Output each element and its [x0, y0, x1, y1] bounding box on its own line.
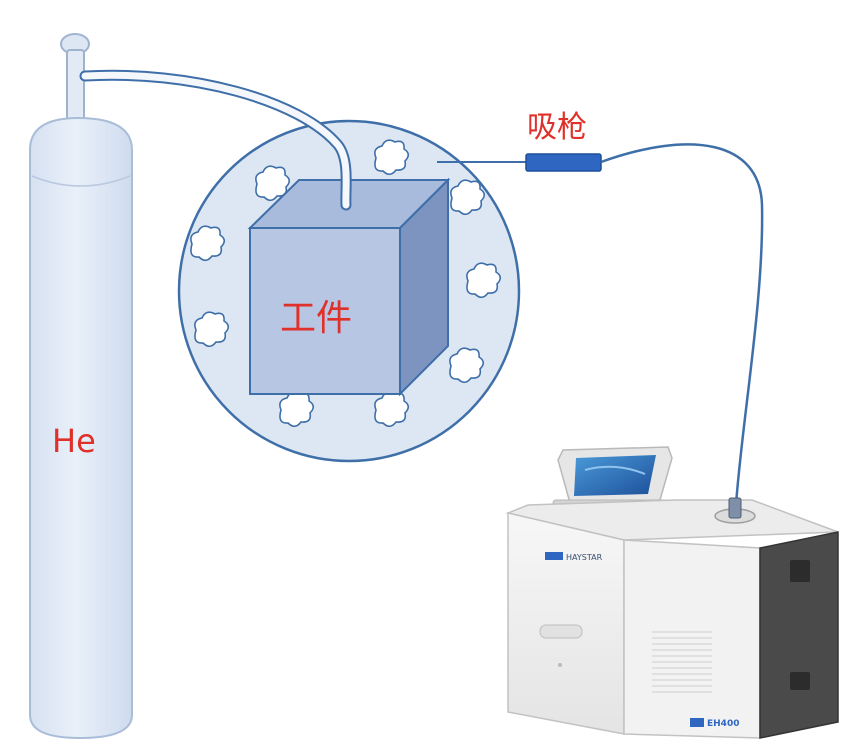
- workpiece-cube: [247, 177, 451, 397]
- leak-puff: [190, 225, 226, 262]
- cylinder-valve-stem: [66, 49, 85, 123]
- leak-detector: HAYSTAR EH400: [505, 446, 839, 739]
- sniffer-probe-label: 吸枪: [527, 110, 587, 145]
- sniffer-hose: [600, 143, 764, 506]
- leak-puff: [279, 391, 315, 428]
- sniffer-probe: [525, 153, 602, 172]
- leak-puff: [255, 165, 291, 202]
- probe-port: [728, 497, 742, 519]
- workpiece-label: 工件: [280, 298, 352, 339]
- device-model-text: EH400: [707, 719, 739, 729]
- leak-puff: [374, 139, 410, 176]
- leak-puff: [374, 391, 410, 428]
- leak-puff: [194, 311, 230, 348]
- leak-puff: [450, 179, 486, 216]
- device-brand-text: HAYSTAR: [566, 553, 603, 562]
- device-model-badge: [690, 718, 704, 727]
- leak-puff: [466, 262, 502, 299]
- cylinder-body: [29, 116, 133, 740]
- sniffer-probe-assembly: 吸枪: [437, 110, 764, 506]
- device-brand-badge: [545, 552, 563, 560]
- cylinder-gas-label: He: [52, 422, 96, 460]
- helium-supply-pipe: [79, 69, 352, 211]
- vent-slot: [539, 624, 583, 639]
- test-chamber: 工件: [177, 119, 521, 463]
- helium-cylinder: He: [29, 33, 133, 740]
- vent-grille: [652, 631, 712, 693]
- touch-screen: [574, 455, 656, 496]
- leak-puff: [449, 347, 485, 384]
